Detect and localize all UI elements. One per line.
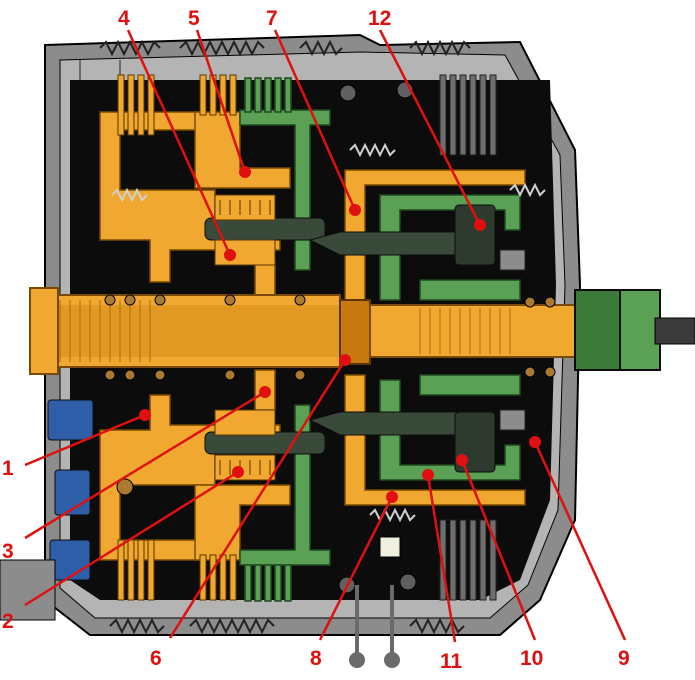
bearings <box>104 294 556 496</box>
label-5: 5 <box>188 7 200 30</box>
label-11: 11 <box>440 650 463 673</box>
leader-12 <box>378 29 482 226</box>
piston-springs <box>111 142 546 523</box>
label-3: 3 <box>2 540 14 563</box>
leader-5 <box>195 29 247 173</box>
selector-rods <box>349 585 400 668</box>
bottom-boss <box>379 536 401 558</box>
label-10: 10 <box>520 647 543 670</box>
leader-10 <box>460 459 537 641</box>
leader-8 <box>318 496 394 641</box>
label-2: 2 <box>2 610 14 633</box>
label-9: 9 <box>618 647 630 670</box>
bottom-return-springs <box>109 617 465 635</box>
leader-11 <box>426 474 457 643</box>
label-8: 8 <box>310 647 322 670</box>
left-housing-boss <box>0 559 56 621</box>
callout-markers <box>139 166 541 503</box>
output-flange <box>574 289 695 371</box>
label-6: 6 <box>150 647 162 670</box>
leader-2 <box>24 470 239 607</box>
label-12: 12 <box>368 7 391 30</box>
leader-6 <box>168 359 347 639</box>
label-1: 1 <box>2 457 14 480</box>
label-7: 7 <box>266 7 278 30</box>
blue-impeller-parts <box>47 399 94 581</box>
callout-leader-lines <box>24 29 627 643</box>
clutch-pack-upper-left <box>117 74 237 601</box>
leader-4 <box>126 29 232 256</box>
leader-1 <box>24 413 146 467</box>
label-4: 4 <box>118 7 130 30</box>
callout-labels: 1 2 3 4 5 6 7 8 9 10 11 12 <box>2 7 630 673</box>
orange-ring-gear <box>344 169 526 506</box>
leader-9 <box>533 441 627 641</box>
leader-3 <box>24 390 266 540</box>
rear-carrier-green <box>379 194 521 481</box>
leader-7 <box>273 29 357 211</box>
top-return-springs <box>99 39 471 57</box>
input-shaft <box>29 287 581 375</box>
